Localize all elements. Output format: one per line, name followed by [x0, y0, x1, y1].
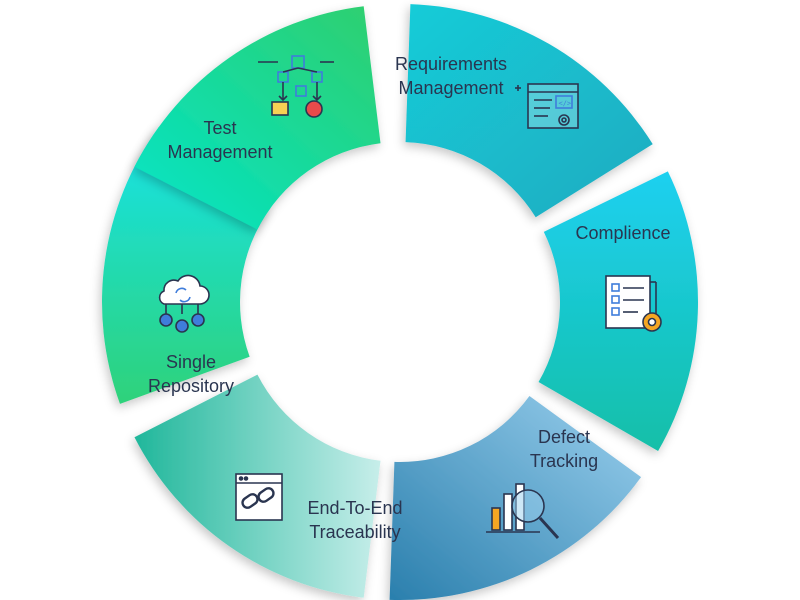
center-hole: [268, 170, 532, 434]
segments-layer: [101, 4, 698, 600]
label-line: Single: [165, 352, 217, 372]
label-line: Traceability: [309, 522, 401, 542]
segment-requirements-management: [405, 4, 653, 218]
label-line: Management: [398, 78, 504, 98]
code-document-icon: </>: [515, 83, 579, 129]
flowchart-icon: [258, 55, 334, 118]
segment-test-management: [134, 6, 381, 230]
label-line: Tracking: [529, 451, 599, 471]
checklist-gear-icon: [605, 275, 662, 332]
svg-text:</>: </>: [559, 100, 572, 108]
browser-link-icon: [235, 473, 283, 521]
bar-chart-magnifier-icon: [486, 483, 560, 540]
label-line: Repository: [147, 376, 235, 396]
label-line: Management: [167, 142, 273, 162]
label-line: Complience: [575, 223, 671, 243]
label-line: Defect: [537, 427, 591, 447]
cloud-code-icon: [158, 274, 210, 333]
label-compliance: Complience: [548, 221, 698, 245]
label-line: Test: [203, 118, 237, 138]
label-line: End-To-End: [307, 498, 403, 518]
label-line: Requirements: [394, 54, 508, 74]
